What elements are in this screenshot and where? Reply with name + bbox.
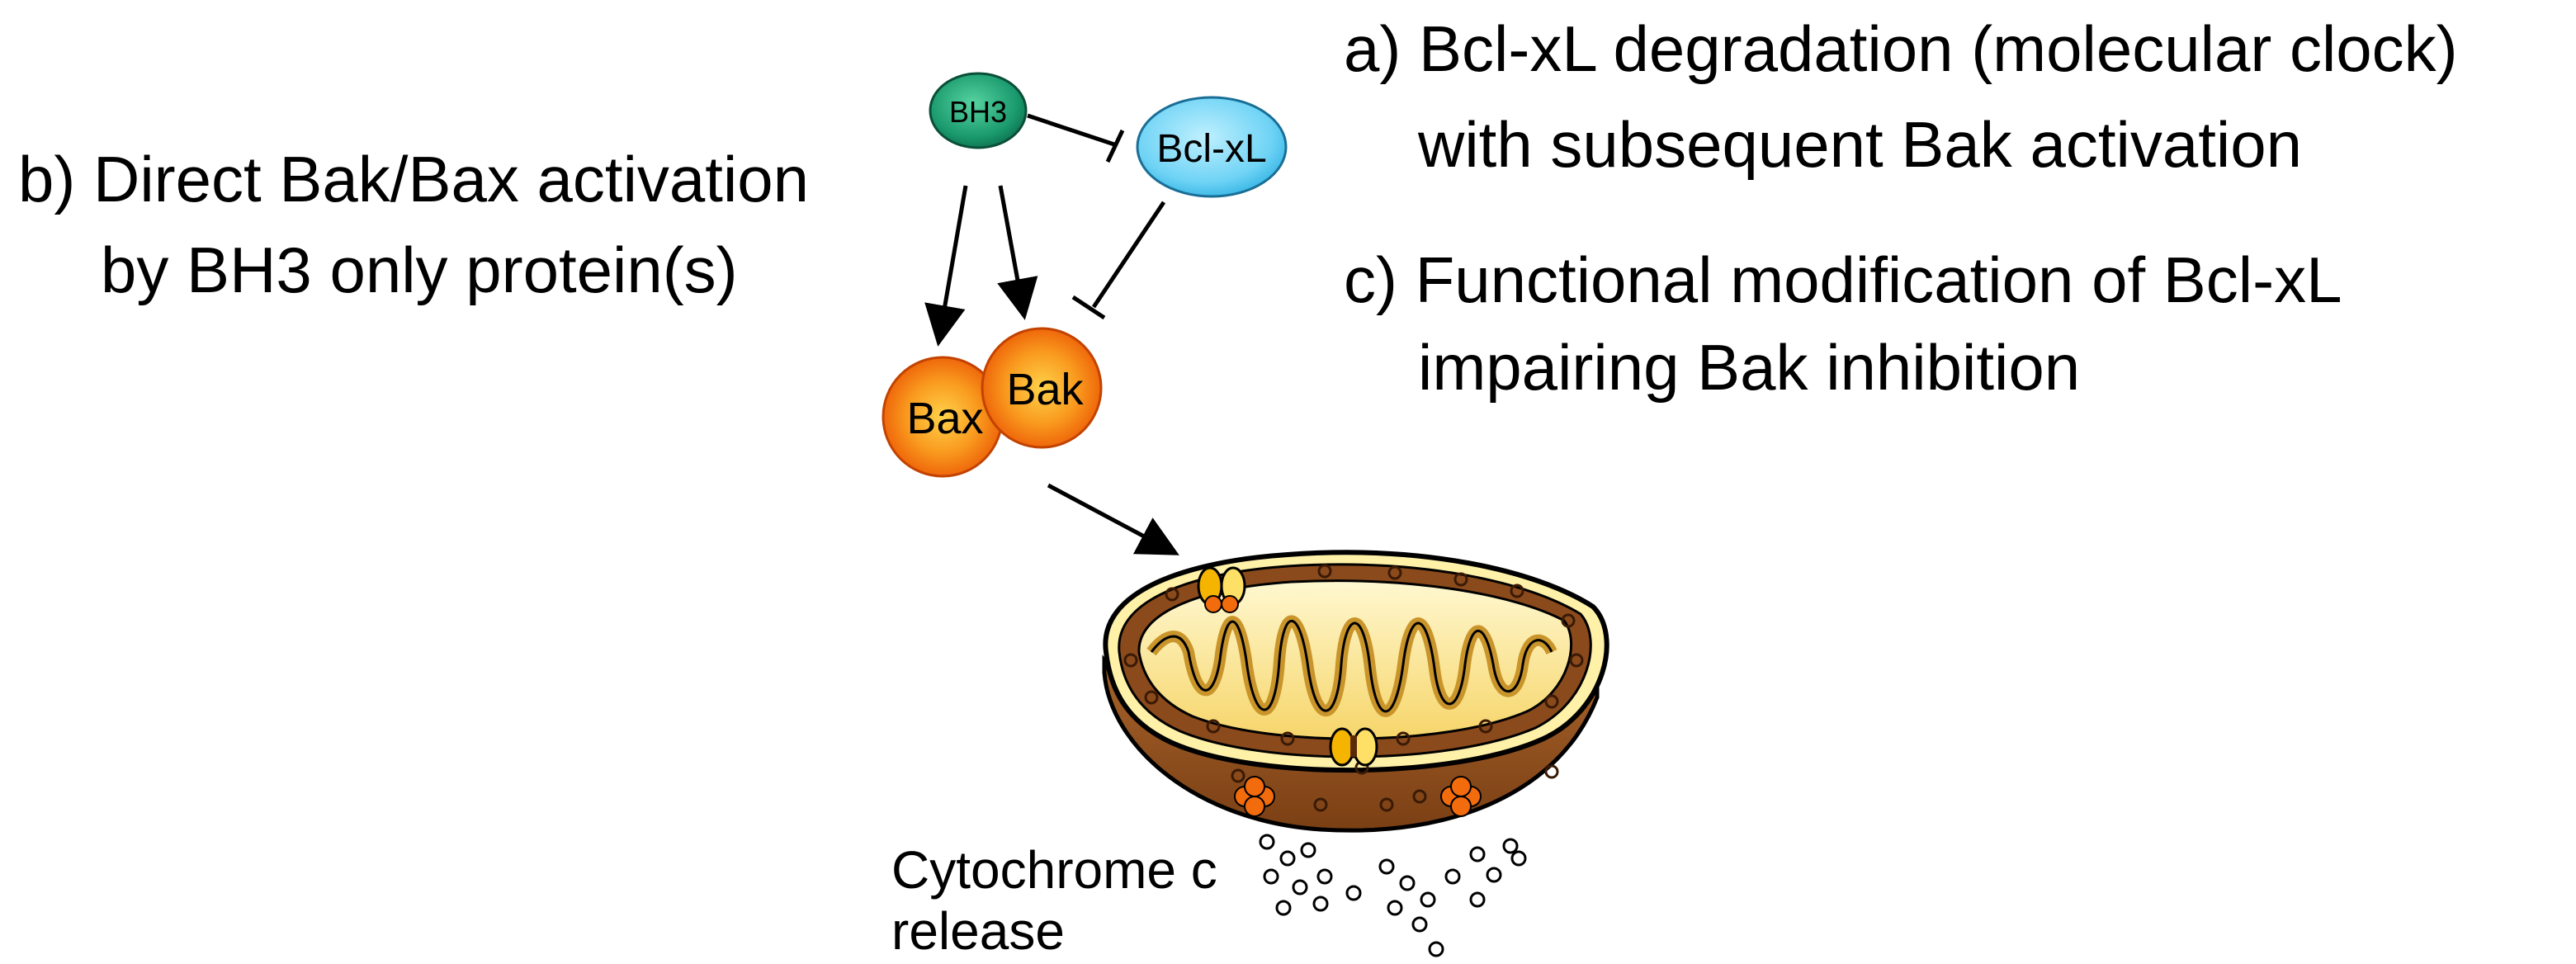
inhibition-bh3-to-bclxl [1027,113,1125,163]
mechanism-c-line1: c) Functional modification of Bcl-xL [1344,243,2342,316]
pore-bottom-right [1440,776,1482,817]
pore-top-left [1197,566,1246,613]
mechanism-b-line2: by BH3 only protein(s) [101,234,738,306]
bax-label: Bax [906,394,983,443]
bclxl-label: Bcl-xL [1156,127,1266,171]
inhibition-bclxl-to-bak [1071,201,1166,320]
mechanism-a-line2: with subsequent Bak activation [1418,108,2302,181]
mechanism-b-line1: b) Direct Bak/Bax activation [18,143,810,215]
arrow-bakbax-to-mitochondrion [1047,483,1179,555]
bax-node: Bax [882,356,1004,478]
mechanism-a-line1: a) Bcl-xL degradation (molecular clock) [1344,12,2458,85]
bak-label: Bak [1006,365,1084,414]
cytochrome-caption-line2: release [891,901,1065,961]
mitochondrion-illustration [1102,550,1609,833]
arrow-bh3-to-bak [997,185,1038,320]
pore-bottom-left [1234,776,1275,817]
bh3-label: BH3 [949,95,1007,129]
bclxl-node: Bcl-xL [1136,96,1288,198]
pore-center [1329,727,1378,767]
bh3-node: BH3 [929,72,1028,149]
cytochrome-caption-line1: Cytochrome c [891,840,1217,900]
mechanism-c-line2: impairing Bak inhibition [1418,331,2081,404]
cytochrome-c-particles [1259,834,1527,957]
bak-node: Bak [981,327,1103,449]
arrow-bh3-to-bax [924,185,968,347]
